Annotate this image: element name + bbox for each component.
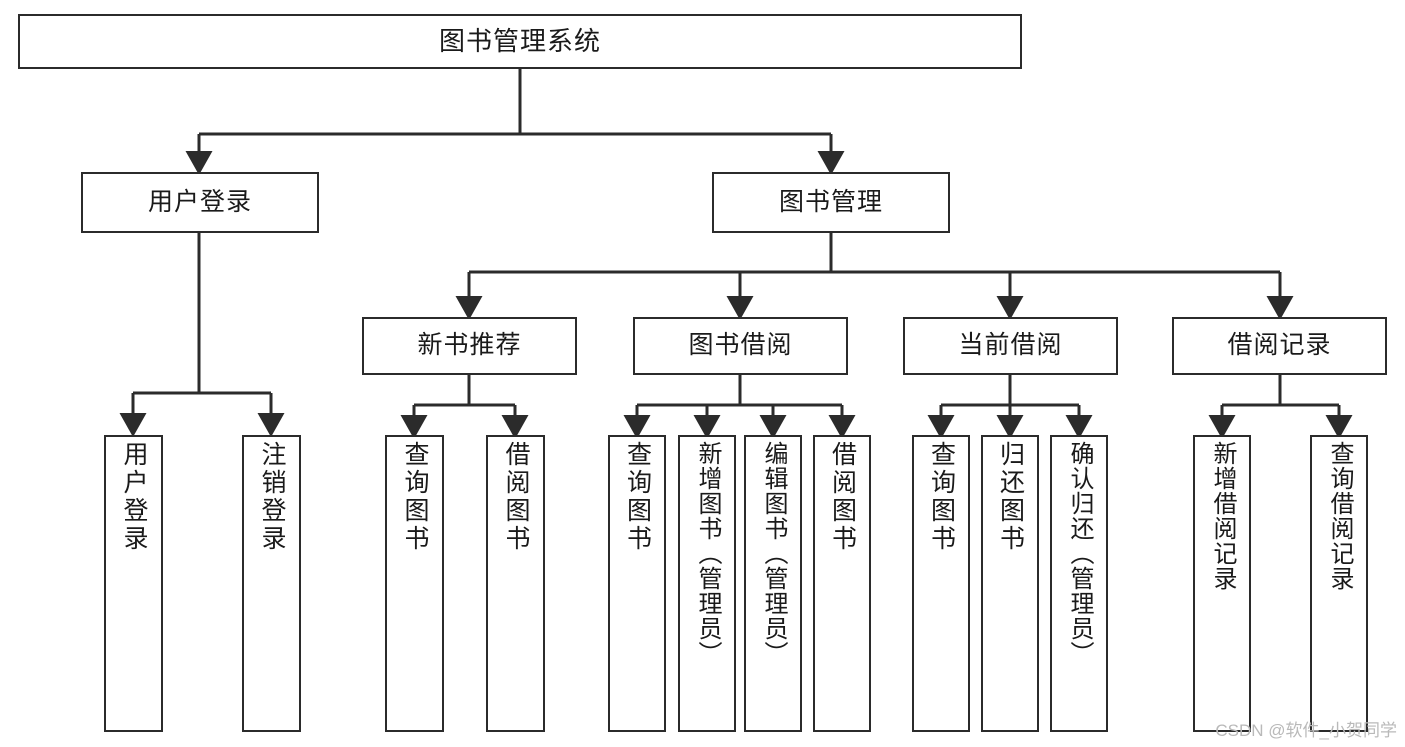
leaf-query-book-2[interactable]: 查询图书	[608, 435, 666, 732]
watermark: CSDN @软件_小贺同学	[1215, 721, 1397, 740]
leaf-borrow-book-2[interactable]: 借阅图书	[813, 435, 871, 732]
node-book-manage[interactable]: 图书管理	[712, 172, 950, 233]
node-new-book-rec-label: 新书推荐	[417, 331, 522, 360]
node-root-label: 图书管理系统	[438, 26, 601, 57]
leaf-edit-book-label: 编辑图书（管理员）	[760, 441, 787, 666]
node-borrow-record-label: 借阅记录	[1227, 331, 1332, 360]
leaf-confirm-return[interactable]: 确认归还（管理员）	[1050, 435, 1108, 732]
leaf-logout-label: 注销登录	[258, 441, 286, 553]
leaf-query-book-3[interactable]: 查询图书	[912, 435, 970, 732]
node-current-borrow[interactable]: 当前借阅	[903, 317, 1118, 375]
node-book-borrow-label: 图书借阅	[688, 331, 793, 360]
leaf-logout[interactable]: 注销登录	[242, 435, 301, 732]
leaf-query-book-3-label: 查询图书	[927, 441, 956, 553]
leaf-query-book-1[interactable]: 查询图书	[385, 435, 444, 732]
leaf-borrow-book-1-label: 借阅图书	[502, 441, 530, 553]
node-new-book-rec[interactable]: 新书推荐	[362, 317, 577, 375]
leaf-borrow-book-1[interactable]: 借阅图书	[486, 435, 545, 732]
leaf-query-book-2-label: 查询图书	[623, 441, 652, 553]
leaf-query-book-1-label: 查询图书	[401, 441, 429, 553]
leaf-add-record[interactable]: 新增借阅记录	[1193, 435, 1251, 732]
leaf-user-login[interactable]: 用户登录	[104, 435, 163, 732]
leaf-return-book-label: 归还图书	[996, 441, 1025, 553]
node-book-manage-label: 图书管理	[778, 187, 883, 216]
node-current-borrow-label: 当前借阅	[958, 331, 1063, 360]
leaf-return-book[interactable]: 归还图书	[981, 435, 1039, 732]
leaf-add-book[interactable]: 新增图书（管理员）	[678, 435, 736, 732]
leaf-add-book-label: 新增图书（管理员）	[694, 441, 721, 666]
leaf-user-login-label: 用户登录	[120, 441, 148, 553]
node-borrow-record[interactable]: 借阅记录	[1172, 317, 1387, 375]
node-root[interactable]: 图书管理系统	[18, 14, 1022, 69]
node-user-login[interactable]: 用户登录	[81, 172, 319, 233]
leaf-add-record-label: 新增借阅记录	[1209, 441, 1236, 591]
leaf-query-record[interactable]: 查询借阅记录	[1310, 435, 1368, 732]
leaf-edit-book[interactable]: 编辑图书（管理员）	[744, 435, 802, 732]
leaf-query-record-label: 查询借阅记录	[1326, 441, 1353, 591]
leaf-borrow-book-2-label: 借阅图书	[828, 441, 857, 553]
node-user-login-label: 用户登录	[147, 187, 252, 216]
leaf-confirm-return-label: 确认归还（管理员）	[1066, 441, 1093, 666]
node-book-borrow[interactable]: 图书借阅	[633, 317, 848, 375]
